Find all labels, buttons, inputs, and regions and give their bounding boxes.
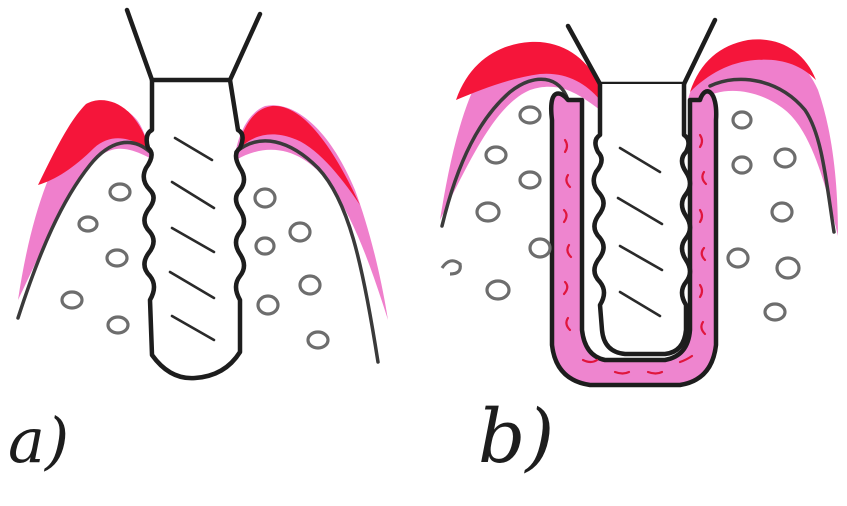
implant-abutment-a	[127, 10, 260, 80]
panel-label-b: b)	[478, 400, 554, 474]
bone-particles-left-a	[62, 184, 130, 333]
implant-body-b	[594, 84, 690, 354]
bone-particles-right-b	[728, 112, 799, 320]
panel-label-a: a)	[8, 410, 69, 472]
bone-particles-right-a	[255, 189, 328, 348]
panel-a	[18, 10, 388, 378]
implant-thread-marks-a	[170, 138, 214, 340]
panel-b	[440, 20, 838, 385]
implant-body-a	[144, 80, 244, 378]
